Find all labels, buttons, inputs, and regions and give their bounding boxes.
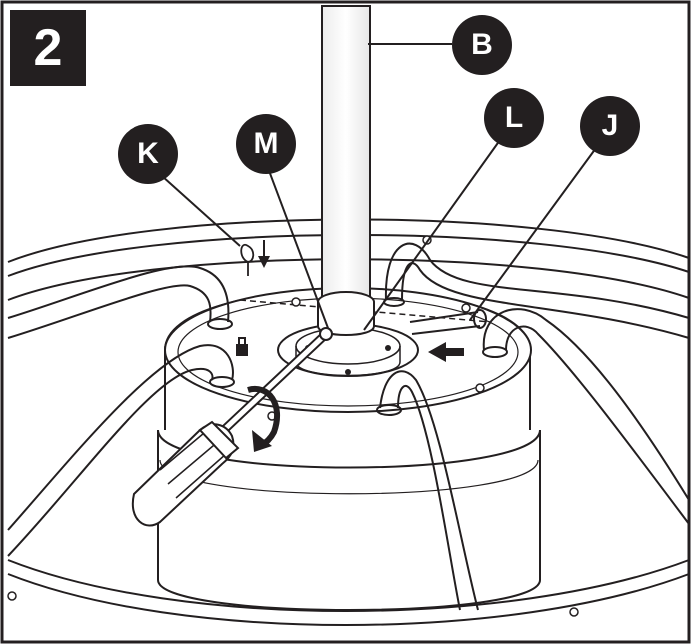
- callout-j: J: [580, 96, 640, 156]
- insert-arrow: [428, 342, 464, 362]
- leader-lines: [161, 43, 597, 331]
- step-number-badge: 2: [10, 10, 86, 86]
- lock-icon: [236, 337, 248, 356]
- center-hub: [277, 323, 419, 377]
- callout-m: M: [236, 114, 296, 174]
- clip-pin: [240, 243, 255, 276]
- callout-l: L: [484, 88, 544, 148]
- motor-housing: [157, 429, 541, 611]
- pole: [317, 5, 375, 336]
- screwdriver: [131, 327, 333, 527]
- callout-b: B: [452, 15, 512, 75]
- callout-k: K: [118, 124, 178, 184]
- rotate-arrow-icon: [247, 385, 281, 452]
- support-tubes: [7, 242, 690, 611]
